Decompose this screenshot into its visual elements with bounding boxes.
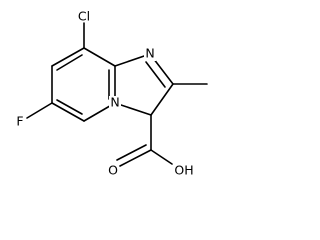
ring-nitrogen-bg (144, 47, 156, 61)
bridgehead-nitrogen-bg (109, 96, 121, 110)
bond-c-oh (150, 149, 173, 165)
bond-n1-c2-inner (145, 61, 166, 88)
bond-c8-c8a (83, 47, 116, 67)
bridgehead-nitrogen-label: N (110, 95, 119, 110)
bond-c-o-double (119, 149, 152, 167)
bond-c8-c7-inner (56, 54, 83, 71)
bond-c8-c7 (51, 47, 85, 67)
bond-c-o-double-inner (116, 144, 147, 161)
bond-c2-c3 (150, 83, 174, 116)
hydroxyl-label: OH (174, 163, 193, 178)
molecule-structure: Cl F N N O OH (16, 9, 208, 178)
bond-c6-f (26, 102, 53, 119)
fluorine-label: F (16, 114, 23, 129)
carbonyl-oxygen-label: O (108, 163, 118, 178)
ring-nitrogen-label: N (145, 46, 154, 61)
bond-c6-c5-inner (56, 99, 83, 115)
bond-c6-c5 (51, 102, 85, 122)
chlorine-label: Cl (78, 9, 90, 24)
